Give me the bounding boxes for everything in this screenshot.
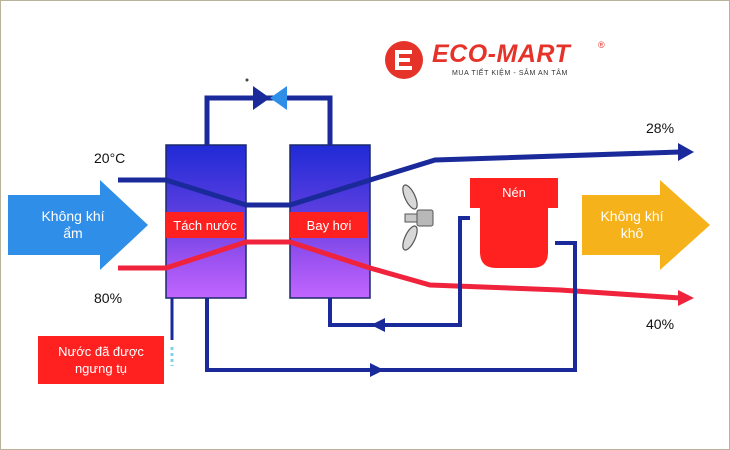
- suction-arrowhead: [371, 318, 385, 332]
- eco-mart-logo: ECO-MART ® MUA TIẾT KIỆM - SẮM AN TÂM: [384, 38, 624, 88]
- condenser-label: Tách nước: [166, 212, 244, 238]
- compressor-label: Nén: [502, 185, 526, 200]
- logo-tagline: MUA TIẾT KIỆM - SẮM AN TÂM: [452, 70, 568, 77]
- suction-line: [328, 216, 470, 327]
- top-refrigerant-loop: [204, 95, 333, 145]
- discharge-arrowhead: [370, 363, 384, 377]
- logo-name: ECO-MART: [432, 40, 571, 68]
- condensate-label: Nước đã được ngưng tụ: [38, 336, 164, 384]
- humid-air-label-line1: Không khí: [41, 208, 105, 224]
- humid-air-arrow: [8, 180, 148, 270]
- bottom-output-arrowhead: [678, 290, 694, 306]
- dry-air-label-line2: khô: [620, 225, 644, 241]
- logo-registered-mark: ®: [598, 40, 605, 50]
- fan-icon: [402, 184, 434, 251]
- compressor: [470, 178, 558, 268]
- discharge-line: [205, 241, 577, 372]
- dry-air-label: Không khí khô: [586, 208, 678, 242]
- condensate-label-line2: ngưng tụ: [74, 361, 128, 376]
- eco-mart-logo-icon: [385, 41, 423, 79]
- top-output-percent: 28%: [646, 120, 675, 136]
- cold-air-line: [118, 149, 681, 208]
- inlet-humidity: 80%: [94, 290, 123, 306]
- evaporator-label: Bay hơi: [290, 212, 368, 238]
- inlet-temperature: 20°C: [94, 150, 126, 166]
- bottom-output-percent: 40%: [646, 316, 675, 332]
- humid-air-label-line2: ẩm: [63, 225, 83, 241]
- top-output-arrowhead: [678, 143, 694, 161]
- dry-air-arrow: [582, 180, 710, 270]
- dry-air-label-line1: Không khí: [600, 208, 664, 224]
- expansion-valve-icon: [245, 78, 287, 110]
- warm-air-line: [118, 239, 681, 301]
- condensate-label-line1: Nước đã được: [58, 344, 144, 359]
- humid-air-label: Không khí ẩm: [28, 208, 118, 242]
